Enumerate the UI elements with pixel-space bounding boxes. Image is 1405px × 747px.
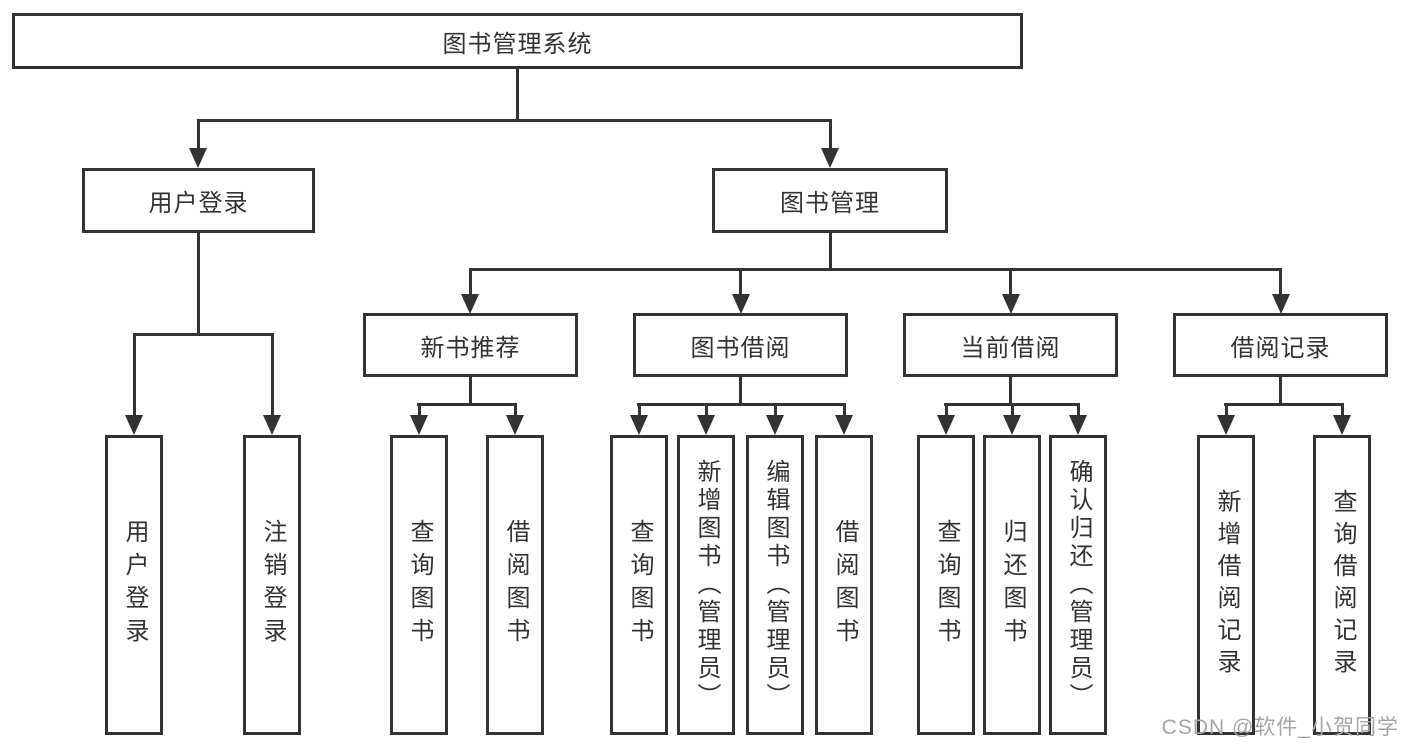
leaf-query-books-current-label: 查询图书: [933, 519, 960, 651]
arrowhead-down-leaf-borrow-books-2: [835, 415, 853, 435]
arrowhead-down-leaf-edit-books: [766, 415, 784, 435]
arrowhead-down-leaf-user-login: [125, 415, 143, 435]
connector-to-book-management: [829, 119, 832, 150]
node-library-management-system: 图书管理系统: [12, 13, 1023, 69]
arrowhead-down-leaf-query-record: [1333, 415, 1351, 435]
leaf-add-borrowing-record-label: 新增借阅记录: [1213, 489, 1240, 681]
connector-book-management-stub: [829, 233, 832, 270]
connector-to-leaf-query-record: [1341, 403, 1344, 419]
connector-records-hline: [1224, 403, 1344, 406]
connector-to-borrowing-records: [1279, 268, 1282, 296]
arrowhead-down-new-book-recommendation: [461, 294, 479, 314]
node-book-management-label: 图书管理: [780, 190, 880, 217]
node-book-management: 图书管理: [712, 168, 948, 233]
connector-to-leaf-logout: [271, 333, 274, 417]
arrowhead-down-leaf-logout: [263, 415, 281, 435]
leaf-query-books-current: 查询图书: [917, 435, 975, 735]
arrowhead-down-leaf-borrow-books-1: [506, 415, 524, 435]
connector-current-stub: [1009, 377, 1012, 405]
arrowhead-down-user-login: [189, 148, 207, 168]
leaf-borrow-books-borrowing: 借阅图书: [815, 435, 873, 735]
connector-user-login-stub: [197, 233, 200, 335]
connector-user-login-hline: [133, 333, 274, 336]
arrowhead-down-leaf-query-books-1: [410, 415, 428, 435]
leaf-edit-books-admin-label: 编辑图书（管理员）: [762, 459, 789, 711]
node-current-borrowing: 当前借阅: [903, 313, 1118, 377]
connector-to-leaf-edit-books: [774, 403, 777, 419]
connector-to-leaf-borrow-books-1: [514, 403, 517, 419]
arrowhead-down-book-borrowing: [732, 294, 750, 314]
leaf-query-borrowing-record-label: 查询借阅记录: [1329, 489, 1356, 681]
leaf-add-books-admin-label: 新增图书（管理员）: [693, 459, 720, 711]
arrowhead-down-book-management: [821, 148, 839, 168]
connector-root-stub: [516, 69, 519, 119]
arrowhead-down-borrowing-records: [1272, 294, 1290, 314]
leaf-borrow-books-recommendation: 借阅图书: [486, 435, 544, 735]
connector-to-leaf-add-books: [705, 403, 708, 419]
connector-records-stub: [1279, 377, 1282, 405]
arrowhead-down-current-borrowing: [1002, 294, 1020, 314]
connector-borrowing-stub: [739, 377, 742, 405]
node-book-borrowing: 图书借阅: [633, 313, 848, 377]
connector-to-leaf-borrow-books-2: [843, 403, 846, 419]
node-library-management-system-label: 图书管理系统: [442, 30, 593, 58]
connector-to-leaf-query-books-3: [945, 403, 948, 419]
arrowhead-down-leaf-confirm-return: [1069, 415, 1087, 435]
leaf-user-login-label: 用户登录: [121, 519, 148, 651]
arrowhead-down-leaf-query-books-3: [937, 415, 955, 435]
connector-to-leaf-return-books: [1011, 403, 1014, 419]
connector-to-new-book-recommendation: [469, 268, 472, 296]
leaf-confirm-return-admin-label: 确认归还（管理员）: [1065, 459, 1092, 711]
leaf-query-books-borrowing-label: 查询图书: [626, 519, 653, 651]
connector-to-leaf-query-books-2: [638, 403, 641, 419]
arrowhead-down-leaf-add-books: [697, 415, 715, 435]
node-borrowing-records-label: 借阅记录: [1230, 334, 1331, 362]
arrowhead-down-leaf-query-books-2: [630, 415, 648, 435]
connector-to-leaf-user-login: [133, 333, 136, 417]
connector-borrowing-hline: [637, 403, 846, 406]
connector-to-leaf-add-record: [1225, 403, 1228, 419]
leaf-edit-books-admin: 编辑图书（管理员）: [746, 435, 804, 735]
leaf-query-books-recommendation: 查询图书: [390, 435, 448, 735]
leaf-query-books-recommendation-label: 查询图书: [406, 519, 433, 651]
connector-level3-hline: [469, 268, 1282, 271]
node-user-login-label: 用户登录: [148, 190, 249, 217]
leaf-return-books-label: 归还图书: [999, 519, 1026, 651]
leaf-borrow-books-borrowing-label: 借阅图书: [831, 519, 858, 651]
node-current-borrowing-label: 当前借阅: [960, 334, 1061, 362]
connector-to-user-login: [197, 119, 200, 150]
leaf-return-books: 归还图书: [983, 435, 1041, 735]
node-user-login: 用户登录: [82, 168, 315, 233]
arrowhead-down-leaf-add-record: [1217, 415, 1235, 435]
connector-level2-hline: [197, 119, 832, 122]
leaf-add-books-admin: 新增图书（管理员）: [677, 435, 735, 735]
connector-recommendation-stub: [469, 377, 472, 405]
leaf-logout-label: 注销登录: [259, 519, 286, 651]
node-book-borrowing-label: 图书借阅: [690, 334, 791, 362]
connector-to-current-borrowing: [1009, 268, 1012, 296]
leaf-query-books-borrowing: 查询图书: [610, 435, 668, 735]
leaf-user-login: 用户登录: [105, 435, 163, 735]
leaf-confirm-return-admin: 确认归还（管理员）: [1049, 435, 1107, 735]
arrowhead-down-leaf-return-books: [1003, 415, 1021, 435]
connector-to-leaf-query-books-1: [418, 403, 421, 419]
connector-recommendation-hline: [417, 403, 517, 406]
connector-to-leaf-confirm-return: [1077, 403, 1080, 419]
leaf-query-borrowing-record: 查询借阅记录: [1313, 435, 1371, 735]
node-new-book-recommendation: 新书推荐: [363, 313, 578, 377]
leaf-logout: 注销登录: [243, 435, 301, 735]
node-borrowing-records: 借阅记录: [1173, 313, 1388, 377]
connector-to-book-borrowing: [739, 268, 742, 296]
watermark: CSDN @软件_小贺同学: [1161, 716, 1399, 739]
leaf-add-borrowing-record: 新增借阅记录: [1197, 435, 1255, 735]
leaf-borrow-books-recommendation-label: 借阅图书: [502, 519, 529, 651]
node-new-book-recommendation-label: 新书推荐: [420, 334, 521, 362]
